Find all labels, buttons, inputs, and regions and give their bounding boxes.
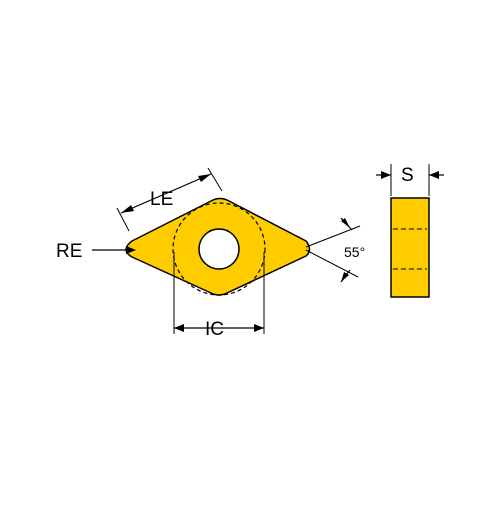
insert-side-body [390, 197, 430, 298]
ic-label: IC [205, 319, 224, 340]
s-label: S [401, 165, 414, 186]
center-hole [198, 228, 240, 270]
s-dimension: S [376, 164, 444, 196]
angle-label: 55° [344, 244, 365, 260]
angle-dimension: 55° [305, 217, 365, 283]
insert-side-view [390, 197, 430, 298]
insert-top-view [125, 197, 311, 296]
inscribed-circle [172, 202, 266, 296]
le-label: LE [150, 189, 173, 210]
re-label: RE [56, 241, 82, 262]
ic-dimension: IC [173, 252, 265, 340]
le-dimension: LE [116, 167, 223, 232]
re-dimension: RE [56, 241, 136, 262]
